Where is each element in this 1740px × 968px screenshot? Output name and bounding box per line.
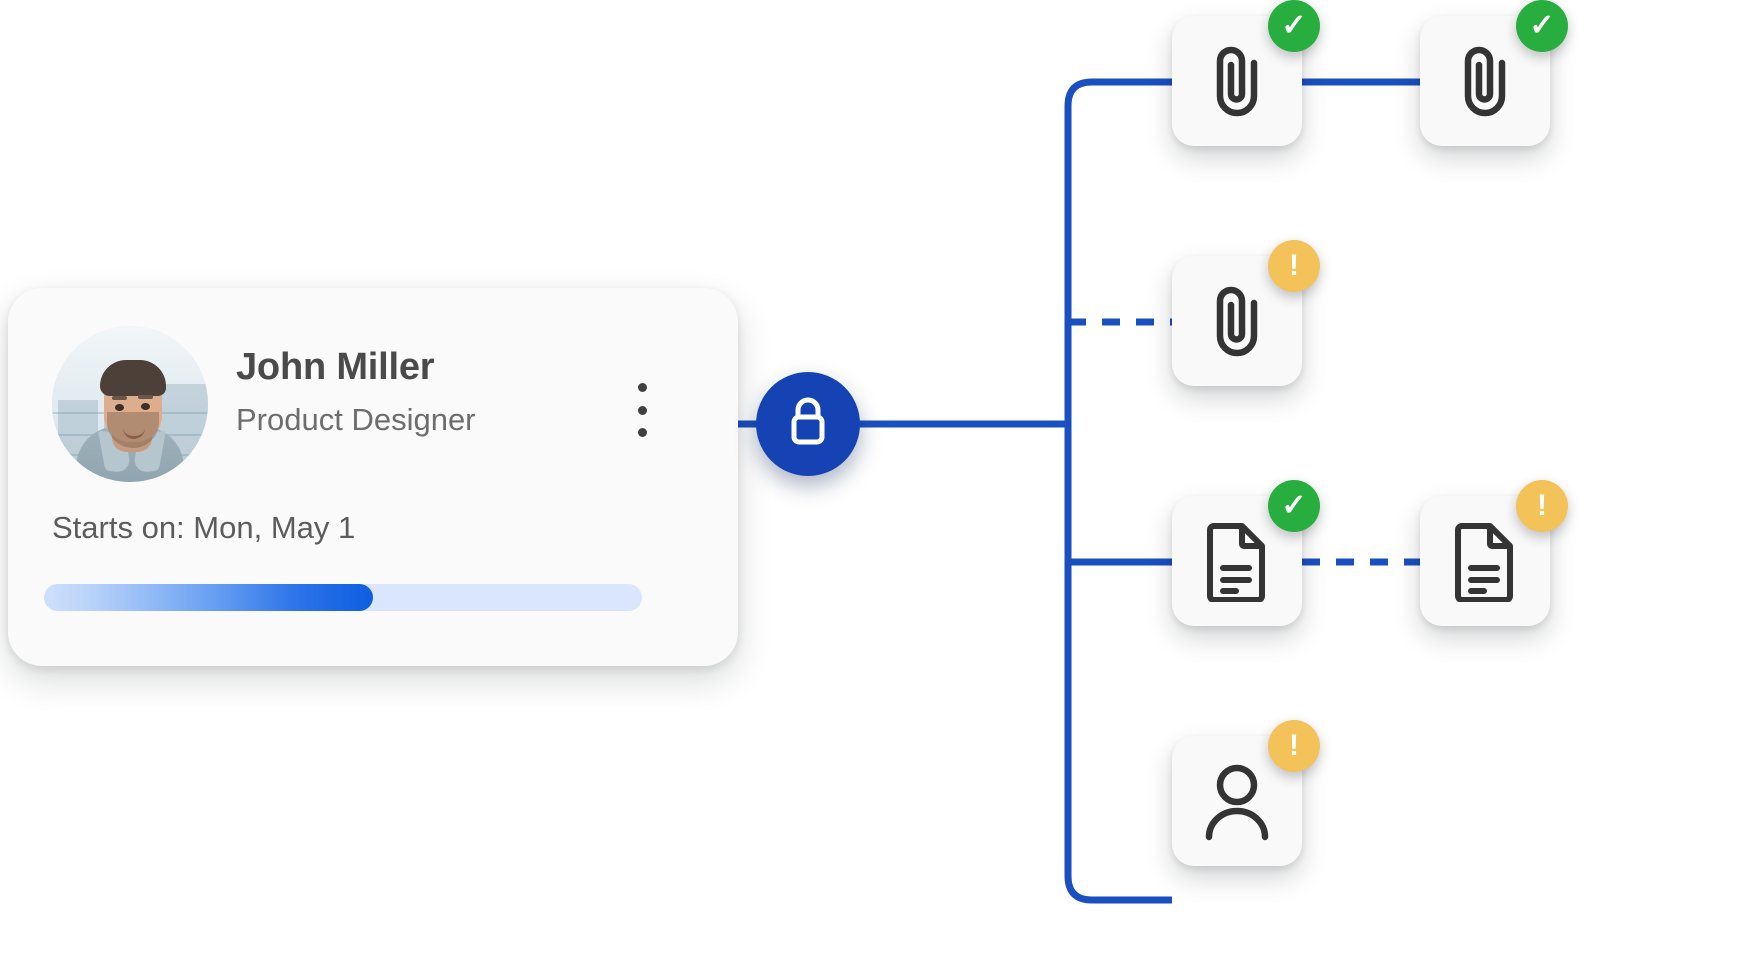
profile-identity: John Miller Product Designer [236,346,476,438]
progress-bar-fill [44,584,373,611]
node-document-1[interactable]: ✓ [1172,480,1320,626]
avatar [52,326,208,482]
document-icon [1452,520,1518,602]
profile-card-header: John Miller Product Designer [8,288,738,508]
node-paperclip-1[interactable]: ✓ [1172,0,1320,146]
kebab-menu-icon[interactable] [634,383,650,437]
document-icon [1204,520,1270,602]
status-badge-warning: ! [1516,480,1568,532]
progress-bar[interactable] [44,584,642,611]
person-name: John Miller [236,346,435,388]
status-badge-check: ✓ [1516,0,1568,52]
start-date-label: Starts on: Mon, May 1 [52,510,356,545]
node-person[interactable]: ! [1172,720,1320,866]
status-badge-warning: ! [1268,240,1320,292]
lock-hub-node[interactable] [756,372,860,476]
status-badge-check: ✓ [1268,0,1320,52]
lock-icon [785,395,831,454]
status-badge-check: ✓ [1268,480,1320,532]
person-icon [1200,761,1274,841]
connector-trunk [1064,78,1172,904]
status-badge-warning: ! [1268,720,1320,772]
node-paperclip-3[interactable]: ! [1172,240,1320,386]
profile-card[interactable]: John Miller Product Designer Starts on: … [8,288,738,666]
paperclip-icon [1449,41,1521,121]
person-role: Product Designer [236,401,476,437]
node-document-2[interactable]: ! [1420,480,1568,626]
paperclip-icon [1201,41,1273,121]
paperclip-icon [1201,281,1273,361]
node-paperclip-2[interactable]: ✓ [1420,0,1568,146]
